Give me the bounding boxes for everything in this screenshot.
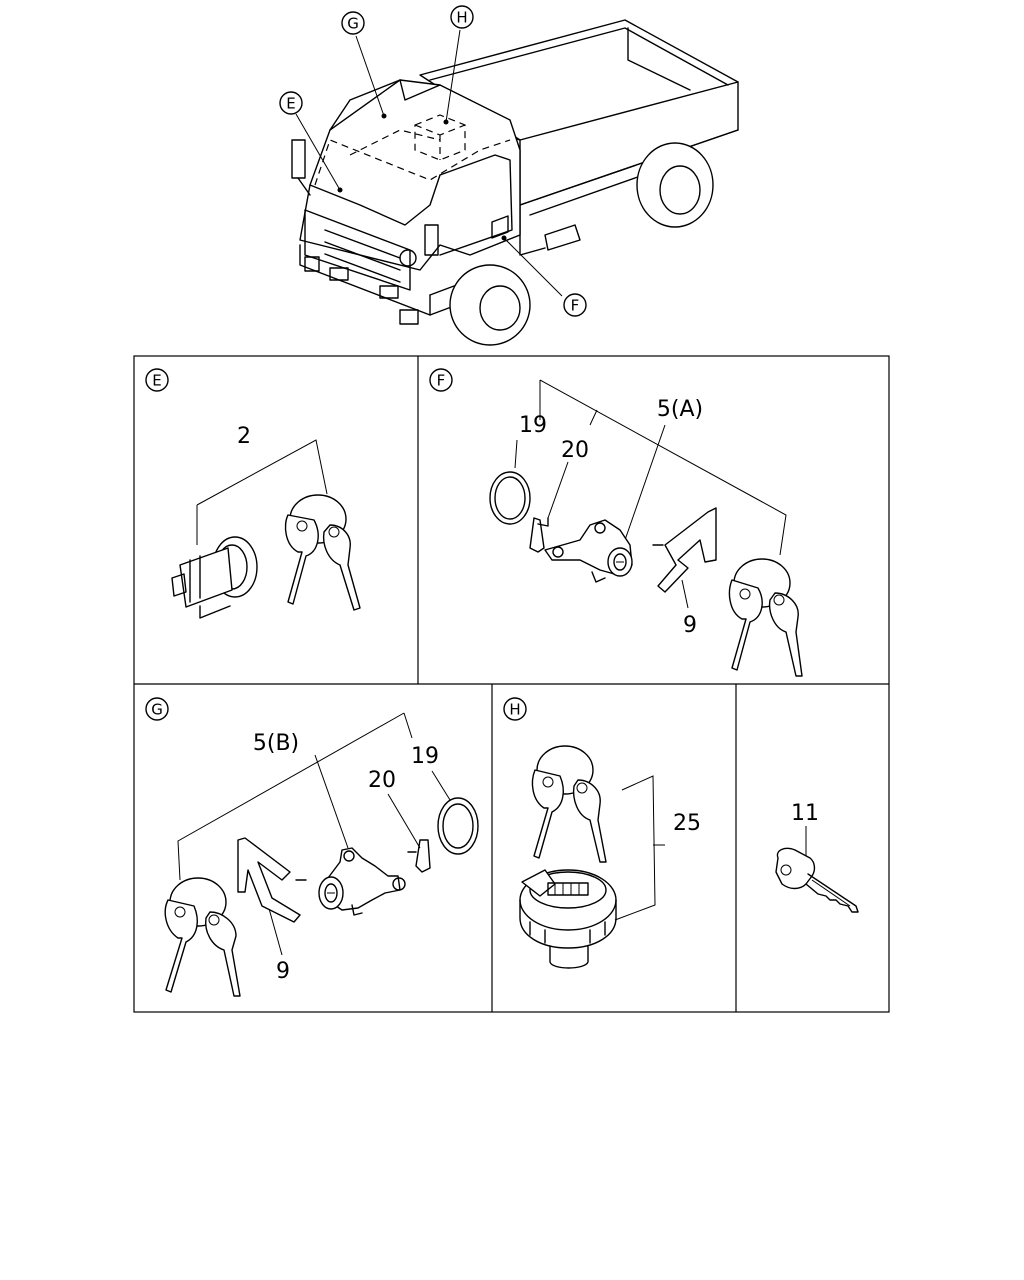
part-label-5a: 5(A) xyxy=(657,397,703,422)
part-label-20: 20 xyxy=(368,768,396,793)
gasket-ring-f xyxy=(489,471,531,525)
part-label-9: 9 xyxy=(276,959,290,984)
lock-lever-g xyxy=(237,837,307,923)
key-pair-f xyxy=(728,558,803,677)
retainer-clip-f xyxy=(529,517,549,553)
part-label-25: 25 xyxy=(673,811,701,836)
callout-h: H xyxy=(450,5,474,29)
key-pair-h xyxy=(531,745,607,863)
key-blank xyxy=(775,847,859,913)
svg-text:E: E xyxy=(152,372,161,390)
gasket-ring-g xyxy=(437,797,479,855)
svg-text:E: E xyxy=(286,95,295,113)
svg-text:F: F xyxy=(437,372,446,390)
front-wheel xyxy=(449,264,531,346)
panel-g: G 5(B) 20 19 9 xyxy=(145,697,479,997)
callout-f: F xyxy=(563,293,587,317)
truck-overview: G H E F xyxy=(279,5,739,346)
key-pair-g xyxy=(164,877,241,997)
callout-g: G xyxy=(341,11,365,35)
mirrors xyxy=(291,139,439,256)
panel-key-blank: 11 xyxy=(775,801,859,913)
svg-text:H: H xyxy=(509,701,520,719)
door-lock-cylinder-g xyxy=(318,847,406,916)
part-label-19: 19 xyxy=(411,744,439,769)
svg-text:F: F xyxy=(571,297,580,315)
panel-f: F 19 20 5(A) 9 xyxy=(429,368,803,677)
door-lock-cylinder-f xyxy=(544,519,633,583)
lock-lever-f xyxy=(652,507,717,593)
panel-grid xyxy=(133,355,890,1013)
key-pair-e xyxy=(284,494,361,611)
panel-e: E 2 xyxy=(145,368,361,619)
callout-e: E xyxy=(279,91,303,115)
cab xyxy=(299,79,521,325)
svg-text:H: H xyxy=(456,9,467,27)
locking-fuel-cap xyxy=(519,869,617,969)
ignition-cylinder xyxy=(171,536,258,619)
svg-text:G: G xyxy=(347,15,359,33)
part-label-5b: 5(B) xyxy=(253,731,299,756)
retainer-clip-g xyxy=(407,839,431,873)
part-label-9: 9 xyxy=(683,613,697,638)
panel-h: H 25 xyxy=(503,697,701,969)
svg-text:G: G xyxy=(151,701,163,719)
part-label-11: 11 xyxy=(791,801,819,826)
part-label-19: 19 xyxy=(519,413,547,438)
rear-wheel xyxy=(544,142,714,251)
part-label-2: 2 xyxy=(237,424,251,449)
part-label-20: 20 xyxy=(561,438,589,463)
